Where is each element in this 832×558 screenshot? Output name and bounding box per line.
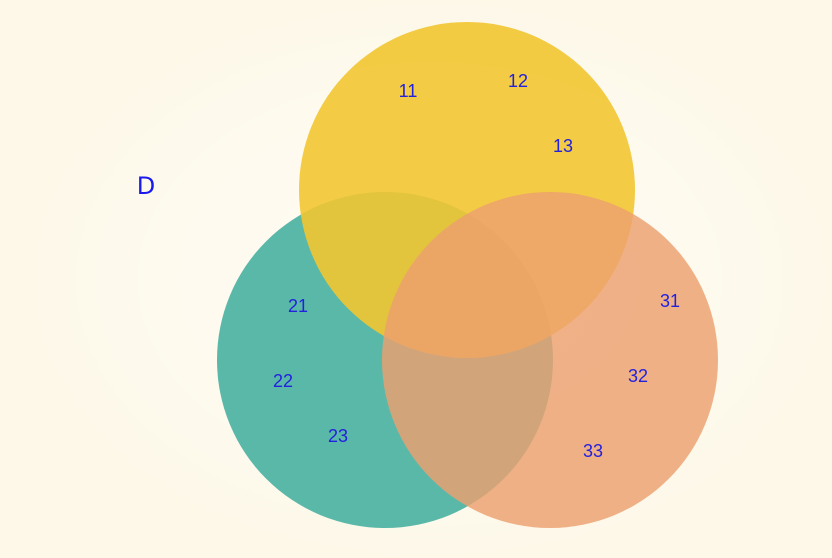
element-label: 11 [399, 81, 418, 101]
element-label: 33 [583, 441, 603, 461]
set-circle-right [382, 192, 718, 528]
element-label: 13 [553, 136, 573, 156]
element-label: 31 [660, 291, 680, 311]
element-label: 23 [328, 426, 348, 446]
universe-label: D [137, 172, 155, 200]
element-label: 22 [273, 371, 293, 391]
element-label: 12 [508, 71, 528, 91]
element-label: 32 [628, 366, 648, 386]
element-label: 21 [288, 296, 308, 316]
